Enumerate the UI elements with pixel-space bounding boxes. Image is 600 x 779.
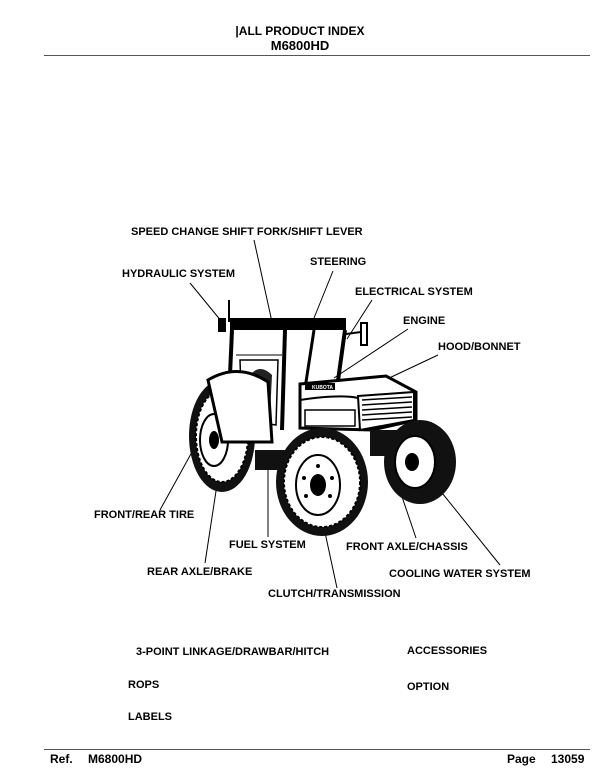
- label-electrical-system[interactable]: ELECTRICAL SYSTEM: [355, 286, 473, 298]
- index-title: |ALL PRODUCT INDEX: [235, 24, 365, 38]
- label-fuel-system[interactable]: FUEL SYSTEM: [229, 539, 306, 551]
- footer-divider: [44, 749, 590, 750]
- model-title: M6800HD: [270, 38, 330, 53]
- link-option[interactable]: OPTION: [407, 681, 450, 693]
- link-accessories[interactable]: ACCESSORIES: [407, 645, 488, 657]
- label-hydraulic-system[interactable]: HYDRAULIC SYSTEM: [122, 268, 236, 280]
- label-cooling-water-system[interactable]: COOLING WATER SYSTEM: [389, 568, 531, 580]
- link-rops[interactable]: ROPS: [128, 679, 160, 691]
- link-3-point-linkage[interactable]: 3-POINT LINKAGE/DRAWBAR/HITCH: [136, 646, 330, 658]
- label-speed-change-shift-fork[interactable]: SPEED CHANGE SHIFT FORK/SHIFT LEVER: [131, 226, 363, 238]
- footer-ref-label: Ref.: [50, 752, 73, 766]
- footer-ref-value: M6800HD: [88, 752, 143, 766]
- tractor-badge: KUBOTA: [312, 385, 333, 391]
- label-clutch-transmission[interactable]: CLUTCH/TRANSMISSION: [268, 588, 401, 600]
- label-engine[interactable]: ENGINE: [403, 315, 446, 327]
- footer-page-label: Page: [507, 752, 536, 766]
- tractor-illustration: KUBOTA: [189, 300, 456, 536]
- label-front-axle-chassis[interactable]: FRONT AXLE/CHASSIS: [346, 541, 468, 553]
- label-front-rear-tire[interactable]: FRONT/REAR TIRE: [94, 509, 195, 521]
- label-steering[interactable]: STEERING: [310, 256, 367, 268]
- header-divider: [44, 55, 590, 56]
- link-labels[interactable]: LABELS: [128, 711, 172, 723]
- label-rear-axle-brake[interactable]: REAR AXLE/BRAKE: [147, 566, 253, 578]
- label-hood-bonnet[interactable]: HOOD/BONNET: [438, 341, 521, 353]
- footer-page-value: 13059: [551, 752, 585, 766]
